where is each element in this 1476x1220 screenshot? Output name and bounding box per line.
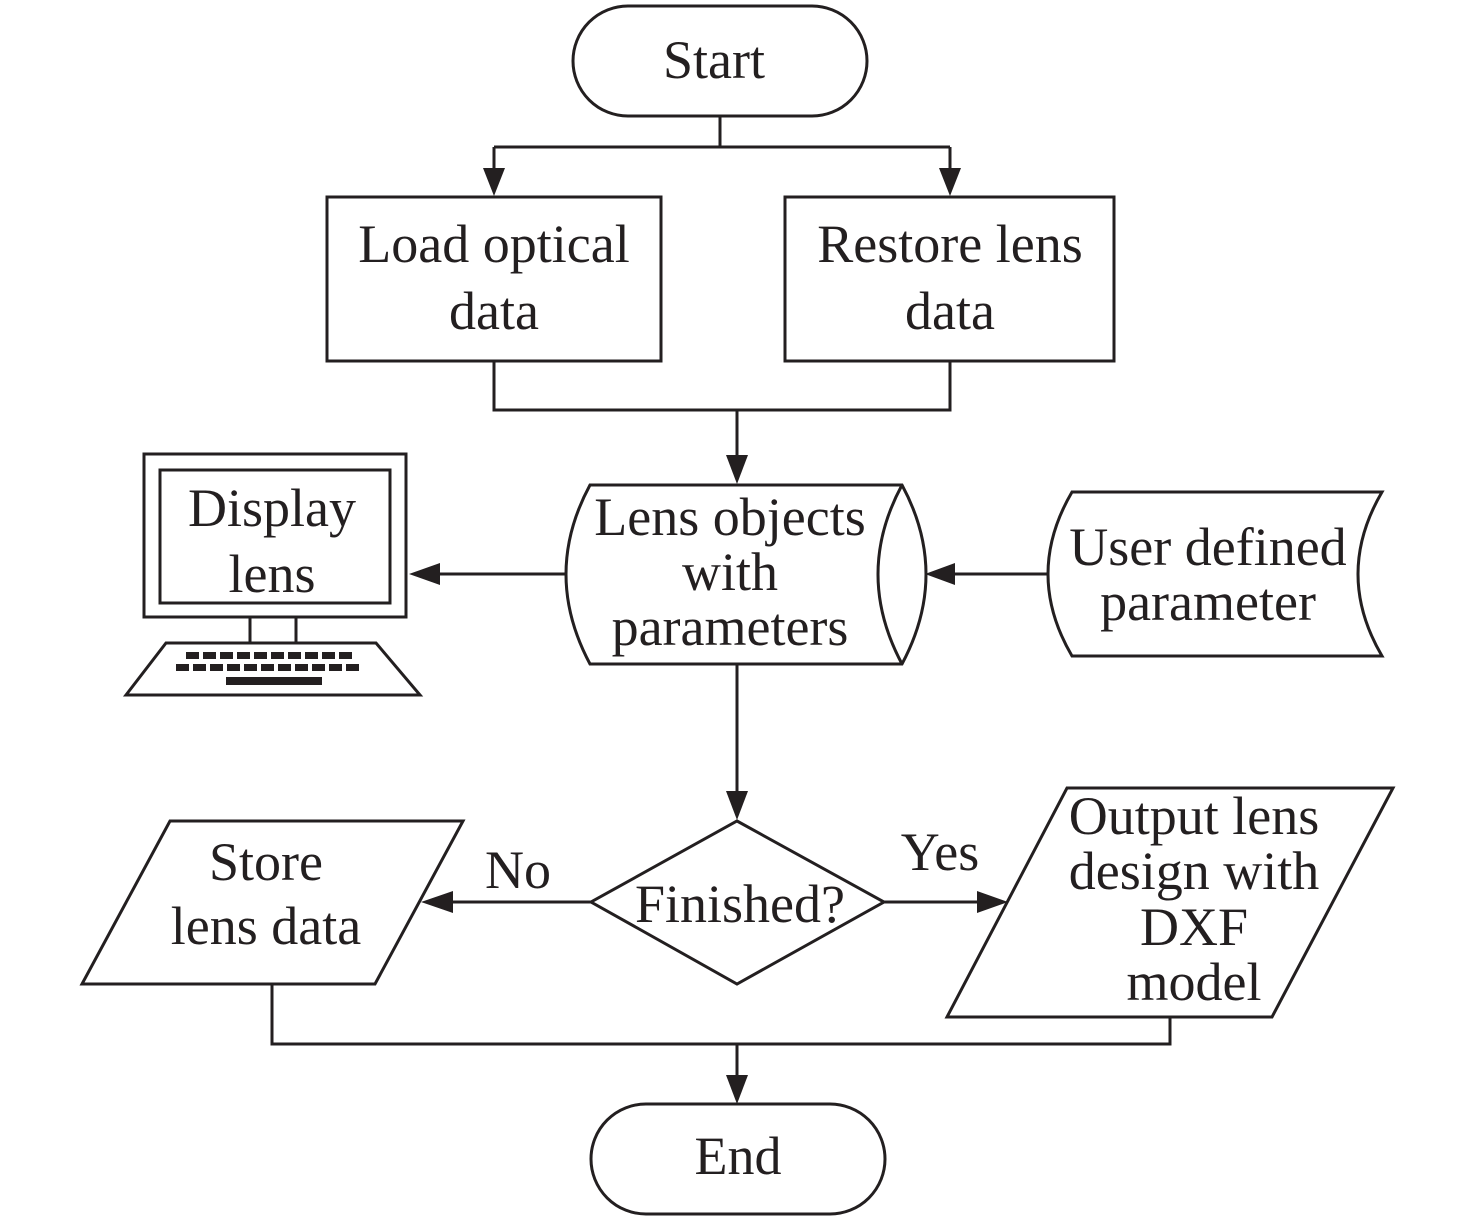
keyboard-key [227, 664, 240, 671]
user-param-line1: User defined [1069, 517, 1346, 577]
restore-lens-data-node: Restore lens data [783, 195, 1116, 363]
keyboard-key [346, 664, 359, 671]
store-lens-data-line1: Store [209, 832, 323, 892]
output-lens-line4: model [1127, 952, 1262, 1012]
monitor-stand [248, 617, 298, 643]
keyboard-key [329, 664, 342, 671]
arrowhead [925, 563, 955, 585]
keyboard-key [278, 664, 291, 671]
store-lens-data-parallelogram [79, 819, 466, 986]
user-param-line2: parameter [1100, 572, 1316, 632]
restore-lens-data-line2: data [905, 281, 995, 341]
output-lens-line2: design with [1069, 841, 1320, 901]
keyboard-key [237, 652, 250, 659]
restore-lens-data-box [783, 195, 1116, 363]
start-node: Start [571, 4, 869, 118]
start-label: Start [663, 30, 765, 90]
keyboard-key [254, 652, 267, 659]
arrowhead [726, 791, 748, 820]
decision-diamond [587, 819, 888, 986]
keyboard-key [339, 652, 352, 659]
load-optical-data-node: Load optical data [325, 195, 663, 363]
start-terminator-shape [571, 4, 869, 118]
arrowhead [726, 1075, 748, 1104]
lens-objects-line2: with [682, 542, 778, 602]
display-lens-line2: lens [229, 544, 316, 604]
arrowheads [409, 168, 1008, 1104]
lens-objects-line1: Lens objects [594, 487, 865, 547]
keyboard-key [305, 652, 318, 659]
arrowhead [977, 891, 1008, 913]
keyboard-spacebar [226, 677, 322, 685]
restore-lens-data-line1: Restore lens [817, 214, 1082, 274]
lens-objects-line3: parameters [612, 597, 849, 657]
keyboard-key [288, 652, 301, 659]
no-branch-label: No [485, 840, 551, 900]
connector-start-split [492, 116, 952, 175]
arrowhead [421, 891, 453, 913]
output-lens-line3: DXF [1140, 897, 1248, 957]
keyboard-key [210, 664, 223, 671]
monitor-screen [158, 468, 392, 605]
display-lens-node: Display lens [122, 452, 424, 697]
arrowhead [409, 563, 440, 585]
end-label: End [695, 1126, 782, 1186]
connector-merge-to-lens-objects [492, 362, 952, 462]
keyboard-key [186, 652, 199, 659]
lens-objects-storage-inner-curve [876, 484, 904, 665]
keyboard-key [271, 652, 284, 659]
keyboard-key [220, 652, 233, 659]
keyboard-keys-icon [176, 652, 359, 685]
keyboard-key [193, 664, 206, 671]
user-defined-parameter-node: User defined parameter [1046, 490, 1385, 658]
lens-objects-node: Lens objects with parameters [564, 483, 928, 666]
keyboard-key [295, 664, 308, 671]
keyboard-key [203, 652, 216, 659]
output-lens-design-node: Output lens design with DXF model [944, 786, 1396, 1019]
keyboard-key [176, 664, 189, 671]
arrowhead [483, 168, 505, 196]
end-node: End [589, 1102, 887, 1216]
finished-decision-node: Finished? [587, 819, 888, 986]
decision-label: Finished? [635, 874, 845, 934]
output-lens-line1: Output lens [1069, 786, 1320, 846]
keyboard-key [244, 664, 257, 671]
load-optical-data-line2: data [449, 281, 539, 341]
store-lens-data-node: Store lens data [79, 819, 466, 986]
keyboard-key [261, 664, 274, 671]
output-lens-design-parallelogram [944, 786, 1396, 1019]
user-param-storage-shape [1046, 490, 1385, 658]
arrowhead [939, 168, 961, 196]
end-terminator-shape [589, 1102, 887, 1216]
yes-branch-label: Yes [901, 822, 980, 882]
display-lens-line1: Display [188, 478, 356, 538]
keyboard-key [322, 652, 335, 659]
arrowhead [726, 455, 748, 484]
load-optical-data-box [325, 195, 663, 363]
load-optical-data-line1: Load optical [358, 214, 629, 274]
keyboard-key [312, 664, 325, 671]
store-lens-data-line2: lens data [171, 896, 361, 956]
